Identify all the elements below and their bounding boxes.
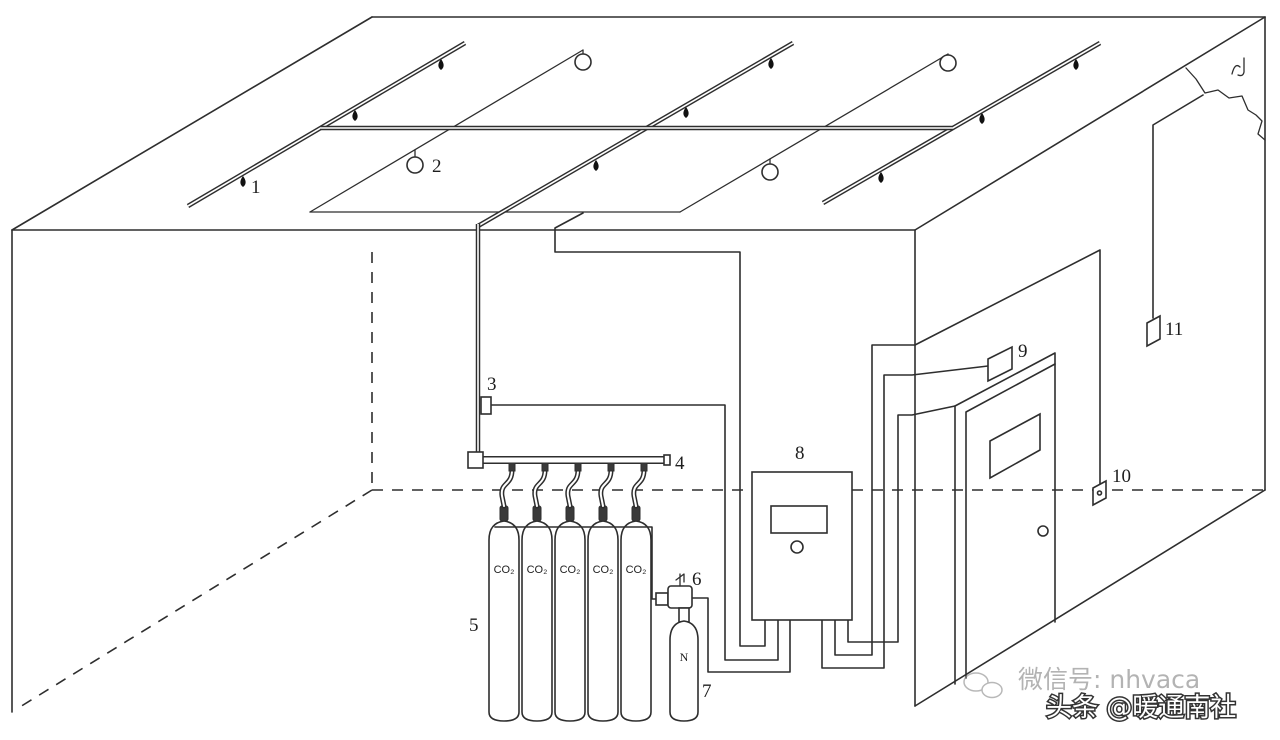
nozzle-icon [593,160,599,171]
nozzles [240,58,1079,187]
cylinder-label: CO₂ [626,564,647,576]
room-outline [11,16,1266,713]
detector-signal-wire [554,212,766,647]
co2-cylinder: CO₂ [587,505,619,722]
door-knob [1037,525,1049,537]
manifold-junction [467,451,484,469]
n2-cylinder: N [669,607,699,722]
nozzle-icon [878,172,884,183]
door-window [989,412,1041,480]
detector-wire-right [679,53,949,213]
control-panel-display [770,505,828,534]
device-9 [987,345,1013,383]
label-9: 9 [1018,341,1028,362]
cylinder-label: CO₂ [593,564,614,576]
top-left-edge [11,16,373,231]
hose [499,462,516,509]
nozzle-icon [1073,59,1079,70]
valve-handle-icon [675,573,685,587]
right-bottom-edge [914,489,1266,707]
pressure-switch-wire [490,404,779,661]
co2-cylinder: CO₂ [554,505,586,722]
detector-wire-left [309,49,584,213]
manifold-end-cap [663,454,671,466]
co2-cylinder: CO₂ [620,505,652,722]
door-leaf [965,363,1056,679]
nozzle-icon [352,110,358,121]
hose [565,462,582,509]
co2-cylinder: CO₂ [488,505,520,722]
device-11 [1146,314,1161,348]
wire-to-device-9 [821,365,989,669]
pressure-switch [480,396,492,415]
nozzle-icon [240,176,246,187]
co2-cylinder-bank: CO₂ CO₂ CO₂ CO₂ CO₂ [488,505,652,722]
nozzle-icon [979,113,985,124]
label-7: 7 [702,681,712,702]
ceiling-pipe [476,41,795,228]
label-3: 3 [487,374,497,395]
control-wiring [490,94,1204,673]
label-1: 1 [251,177,261,198]
detector-icon [761,158,779,181]
wire-to-door [847,405,956,643]
device-10 [1092,479,1107,507]
ceiling-pipe [821,41,1102,205]
control-panel [751,471,853,621]
hose [598,462,615,509]
label-2: 2 [432,156,442,177]
ceiling-corner-detail [1185,57,1266,141]
door-frame [954,352,1056,685]
cylinder-label: CO₂ [560,564,581,576]
co2-cylinder: CO₂ [521,505,553,722]
cylinder-label: CO₂ [494,564,515,576]
actuator-valve [655,573,693,609]
ceiling-pipes [186,41,1102,452]
watermark: 微信号: nhvaca 头条 @暖通南社 [963,665,1238,725]
valve-actuator-wire [691,597,791,673]
label-8: 8 [795,443,805,464]
wire-to-device-11 [1152,94,1204,319]
label-10: 10 [1112,466,1131,487]
detector-icon [574,49,592,71]
detectors [406,49,957,181]
hose [631,462,648,509]
manifold [467,451,671,469]
label-6: 6 [692,569,702,590]
pilot-line [494,526,659,600]
wechat-icon [963,672,1003,699]
cylinder-label: CO₂ [527,564,548,576]
ceiling-pipe [186,41,467,208]
flexible-hoses [499,462,648,509]
detector-wiring [309,49,949,213]
n2-cylinder-label: N [680,650,689,664]
label-11: 11 [1165,319,1183,340]
watermark-toutiao: 头条 @暖通南社 [1046,693,1236,723]
watermark-wechat-id: 微信号: nhvaca [1018,665,1200,694]
top-right-edge [914,16,1266,231]
hose [532,462,549,509]
label-4: 4 [675,453,685,474]
door [954,352,1056,685]
nozzle-icon [768,58,774,69]
corner-detector-icon [1231,57,1245,77]
control-panel-button [790,540,804,554]
nozzle-icon [683,107,689,118]
nozzle-icon [438,59,444,70]
hidden-left-floor-edge [14,489,373,711]
wire-to-device-10 [834,249,1101,656]
detector-icon [939,53,957,72]
wall-break-line [1185,67,1266,141]
callout-labels: 1 2 3 4 5 6 7 8 9 10 11 [251,156,1183,702]
label-5: 5 [469,615,479,636]
detector-icon [406,149,424,174]
